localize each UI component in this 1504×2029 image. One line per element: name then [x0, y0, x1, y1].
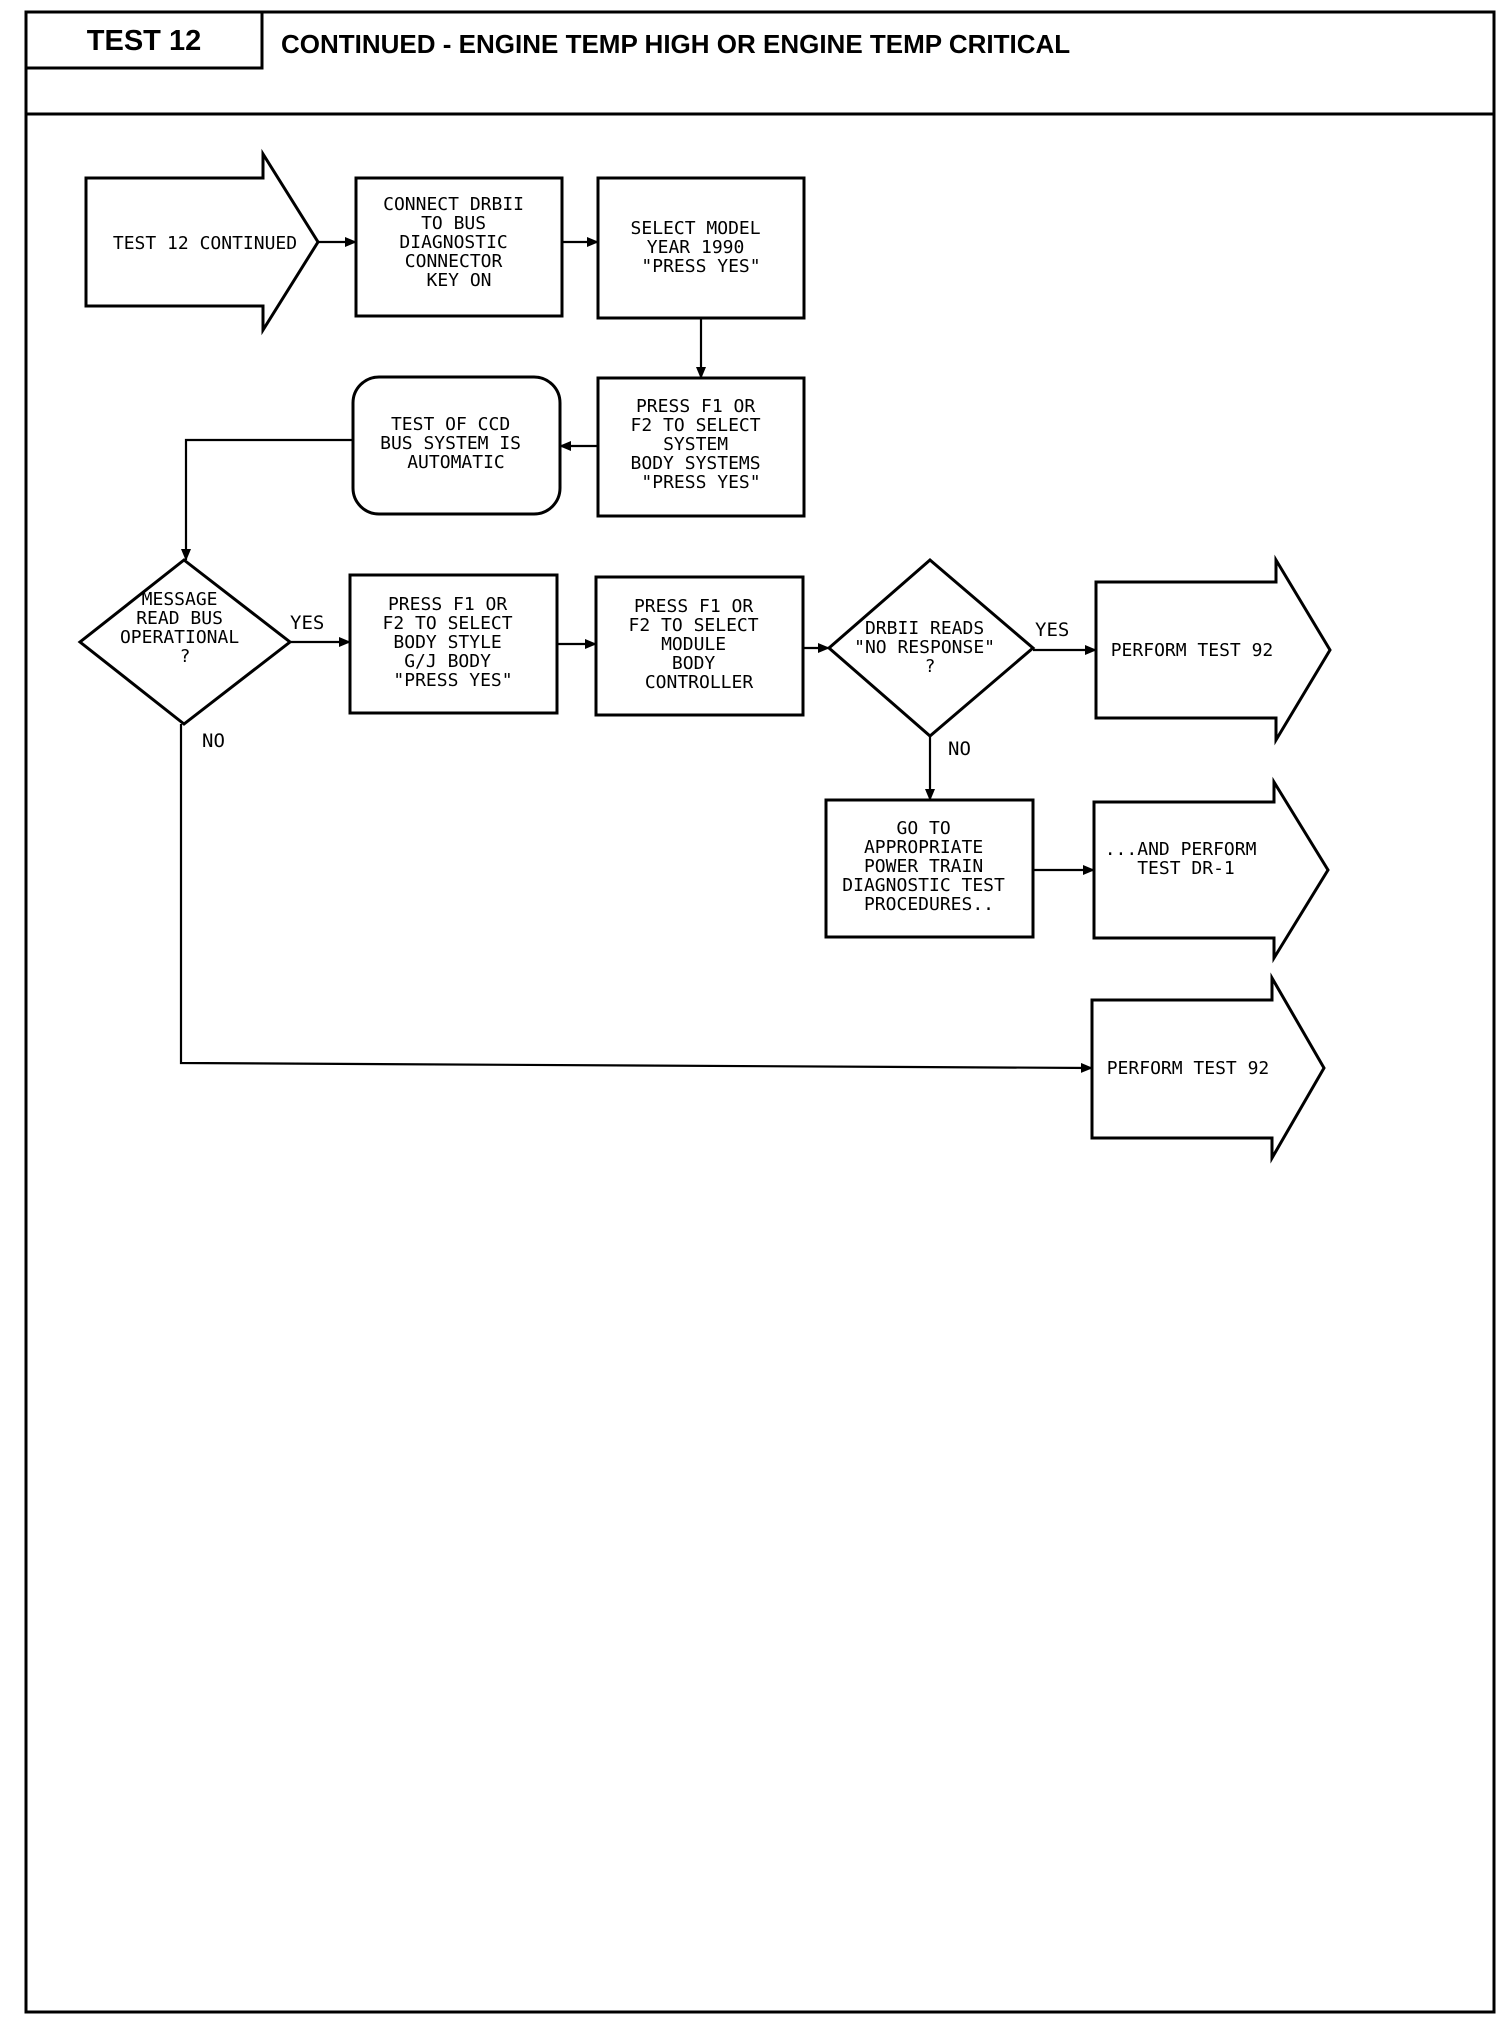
no-label-no-response: NO [948, 738, 971, 760]
select-system-text: PRESS F1 OR F2 TO SELECT SYSTEM BODY SYS… [631, 396, 772, 493]
page-frame [24, 10, 1496, 2014]
test-label: TEST 12 [87, 25, 201, 57]
test-label-box [26, 12, 264, 70]
module-box [594, 575, 805, 717]
go-to-procedures-box [824, 798, 1035, 939]
perform-test-92-bottom-arrow [1090, 972, 1326, 1164]
connector-ccd-to-decision [181, 438, 353, 561]
perform-test-92-top-label: PERFORM TEST 92 [1111, 640, 1274, 661]
module-text: PRESS F1 OR F2 TO SELECT MODULE BODY CON… [629, 596, 770, 693]
connect-drbii-box [354, 176, 564, 318]
start-arrow [84, 148, 320, 336]
perform-test-dr1-text: ...AND PERFORM TEST DR-1 [1105, 839, 1268, 879]
perform-test-92-bottom-label: PERFORM TEST 92 [1107, 1058, 1270, 1079]
page-title: CONTINUED - ENGINE TEMP HIGH OR ENGINE T… [281, 29, 1070, 59]
go-to-procedures-text: GO TO APPROPRIATE POWER TRAIN DIAGNOSTIC… [842, 818, 1015, 915]
connect-drbii-text: CONNECT DRBII TO BUS DIAGNOSTIC CONNECTO… [383, 194, 535, 291]
no-label-message: NO [202, 730, 225, 752]
start-label: TEST 12 CONTINUED [113, 233, 297, 254]
yes-label-no-response: YES [1035, 619, 1069, 641]
yes-label-message: YES [290, 612, 324, 634]
perform-test-92-top-arrow [1094, 554, 1332, 746]
perform-test-dr1-arrow [1092, 776, 1330, 964]
no-response-decision-text: DRBII READS "NO RESPONSE" ? [854, 618, 1006, 677]
ccd-test-text: TEST OF CCD BUS SYSTEM IS AUTOMATIC [380, 414, 532, 473]
body-style-text: PRESS F1 OR F2 TO SELECT BODY STYLE G/J … [383, 594, 524, 691]
select-model-text: SELECT MODEL YEAR 1990 "PRESS YES" [631, 218, 772, 277]
body-style-box [348, 573, 559, 715]
message-decision-diamond [77, 558, 293, 726]
connector-decision-no-to-test-92 [179, 724, 1093, 1073]
message-decision-text: MESSAGE READ BUS OPERATIONAL ? [120, 589, 250, 667]
